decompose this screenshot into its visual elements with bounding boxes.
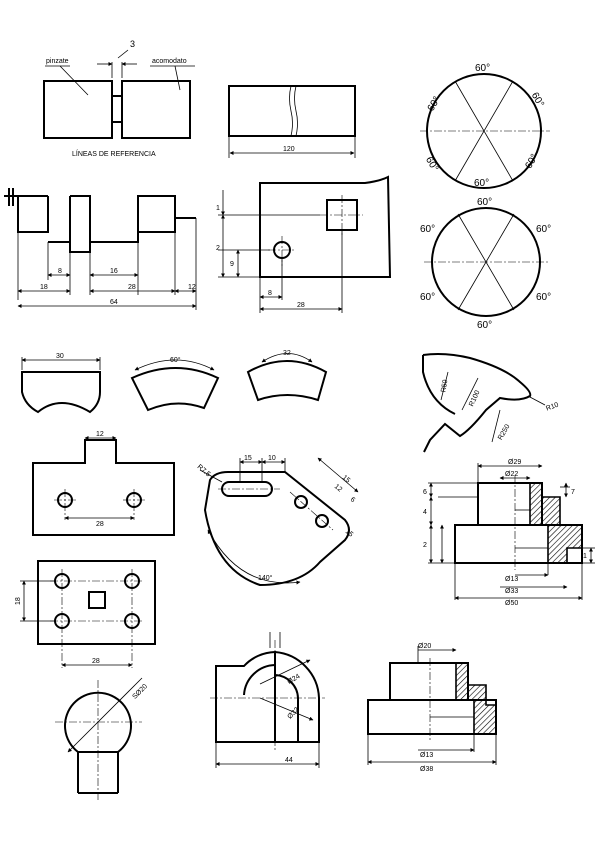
fig-profile-radii: R50 R100 R10 R250 <box>422 353 560 453</box>
circle-b-angle-tl: 60° <box>420 224 435 235</box>
circle-a-angle-bottom: 60° <box>474 178 489 189</box>
fig1-bottom-note: LÍNEAS DE REFERENCIA <box>72 149 156 158</box>
circle-b-angle-bottom: 60° <box>477 320 492 331</box>
profile-r4: R250 <box>497 423 511 441</box>
slot-arc: 140° <box>258 574 273 582</box>
sec-a-r1: 7 <box>571 489 575 496</box>
plate-h2: 28 <box>297 302 305 309</box>
fig-slot-arm: 15 10 15 12 6 15 R7.5 140° <box>196 455 359 587</box>
circle-b-angle-br: 60° <box>536 292 551 303</box>
plate4-h: 28 <box>92 658 100 665</box>
sec-a-v1: 6 <box>423 489 427 496</box>
circle-b-angle-bl: 60° <box>420 292 435 303</box>
slot-d2: 10 <box>268 455 276 462</box>
circle-b-angle-tr: 60° <box>536 224 551 235</box>
row-d5: 12 <box>188 284 196 291</box>
sec-a-b1: Ø13 <box>505 576 518 583</box>
plate-v2: 2 <box>216 245 220 252</box>
fig-section-a: Ø29 Ø22 6 4 2 7 1 Ø13 Ø33 Ø50 <box>423 459 595 607</box>
sec-a-v3: 2 <box>423 542 427 549</box>
circle-a: 60° 60° 60° 60° 60° 60° <box>420 63 550 189</box>
circle-a-angle-tl: 60° <box>426 95 443 114</box>
arc-a1: 30 <box>56 353 64 360</box>
fig1-left-note: pinzate <box>46 58 69 65</box>
circle-a-angle-bl: 60° <box>423 155 440 174</box>
slot-radius: R7.5 <box>196 464 212 479</box>
circle-a-angle-top: 60° <box>475 63 490 74</box>
circle-b: 60° 60° 60° 60° 60° 60° <box>420 197 551 331</box>
tab-top: 12 <box>96 431 104 438</box>
sec-a-b3: Ø50 <box>505 600 518 607</box>
fig2-dim: 120 <box>283 146 295 153</box>
slot-d6: 15 <box>344 528 355 538</box>
semi-width: 44 <box>285 757 293 764</box>
tab-bottom: 28 <box>96 521 104 528</box>
sec-a-d1: Ø29 <box>508 459 521 466</box>
fig-section-b: Ø20 Ø13 Ø38 <box>367 643 497 773</box>
row-d1: 8 <box>58 268 62 275</box>
plate-v3: 9 <box>230 261 234 268</box>
fig-split-blocks: 3 pinzate acomodato LÍNEAS DE REFERENCIA <box>43 39 195 158</box>
slot-d3: 15 <box>341 474 352 484</box>
plate-v1: 1 <box>216 205 220 212</box>
fig-long-block: 120 <box>228 85 356 158</box>
fig1-top: 3 <box>130 39 135 49</box>
profile-r2: R100 <box>468 389 481 407</box>
sec-a-b2: Ø33 <box>505 588 518 595</box>
sec-a-v2: 4 <box>423 509 427 516</box>
circle-b-angle-top: 60° <box>477 197 492 208</box>
slot-d5: 6 <box>349 496 357 504</box>
fig1-right-note: acomodato <box>152 58 187 65</box>
profile-r1: R50 <box>440 379 449 393</box>
row-d4: 28 <box>128 284 136 291</box>
arc-segments: 30 60° 32 <box>21 350 328 414</box>
circle-a-angle-tr: 60° <box>529 91 546 110</box>
sec-a-d2: Ø22 <box>505 471 518 478</box>
sec-a-r2: 1 <box>583 553 587 560</box>
slot-d1: 15 <box>244 455 252 462</box>
row-d2: 16 <box>110 268 118 275</box>
slot-d4: 12 <box>333 483 344 493</box>
plate4-v: 18 <box>15 597 22 605</box>
sec-b-b2: Ø38 <box>420 766 433 773</box>
profile-r3: R10 <box>545 402 560 413</box>
fig-plate: 1 2 9 8 28 <box>216 175 392 313</box>
fig-tab-block: 12 28 <box>32 431 175 536</box>
row-d6: 64 <box>110 299 118 306</box>
sec-b-b1: Ø13 <box>420 752 433 759</box>
sec-b-top: Ø20 <box>418 643 431 650</box>
arc-a2: 60° <box>170 356 181 364</box>
fig-semi-disc: Ø24 Ø32 44 <box>210 632 325 768</box>
fig-stepped-row: 8 16 18 28 12 64 <box>4 188 197 310</box>
row-d3: 18 <box>40 284 48 291</box>
fig-plate-four-holes: 18 28 <box>15 560 156 668</box>
plate-h1: 8 <box>268 290 272 297</box>
fig-sphere: SØ20 <box>55 677 149 800</box>
arc-a3: 32 <box>283 350 291 357</box>
